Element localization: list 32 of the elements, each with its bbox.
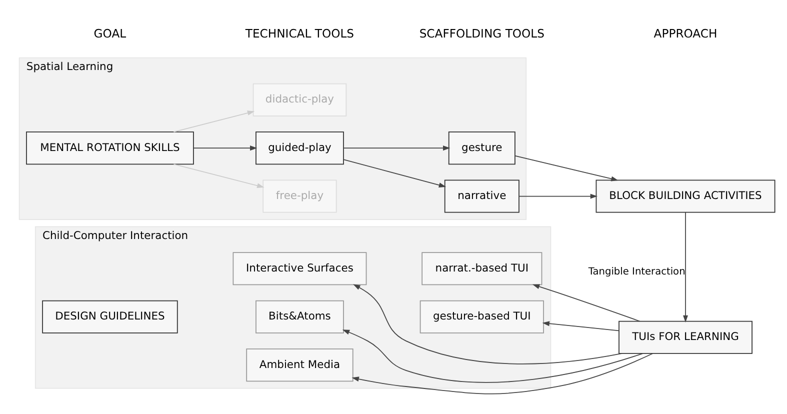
node-box: narrat.-based TUI (422, 252, 542, 286)
arrow (343, 146, 450, 151)
arrow (514, 155, 618, 182)
node-box: gesture-based TUI (420, 300, 544, 334)
edge-label: Tangible Interaction (588, 266, 686, 278)
arrow (352, 353, 654, 394)
label: SCAFFOLDING TOOLS (419, 26, 544, 41)
arrow (173, 110, 255, 132)
node-box: BLOCK BUILDING ACTIVITIES (596, 180, 776, 213)
node-box: free-play (262, 180, 337, 213)
node-box: gesture (448, 132, 516, 165)
arrow (193, 146, 258, 151)
node-box: Interactive Surfaces (232, 252, 367, 286)
node-box: guided-play (256, 132, 344, 165)
node-box: didactic-play (252, 83, 347, 116)
node-box: TUIs FOR LEARNING (618, 320, 752, 354)
arrow (342, 330, 644, 383)
node-box: Bits&Atoms (256, 300, 344, 334)
arrow (542, 321, 620, 332)
arrow (532, 284, 640, 322)
label: GOAL (94, 26, 126, 41)
arrow (683, 212, 688, 322)
node-box: MENTAL ROTATION SKILLS (26, 132, 194, 165)
label: APPROACH (654, 26, 718, 41)
label: TECHNICAL TOOLS (245, 26, 354, 41)
arrow (343, 159, 446, 188)
node-box: narrative (444, 180, 520, 213)
arrow (173, 164, 264, 188)
node-box: Ambient Media (246, 348, 354, 382)
arrow (353, 284, 622, 364)
arrow (518, 194, 598, 199)
node-box: DESIGN GUIDELINES (42, 300, 178, 334)
